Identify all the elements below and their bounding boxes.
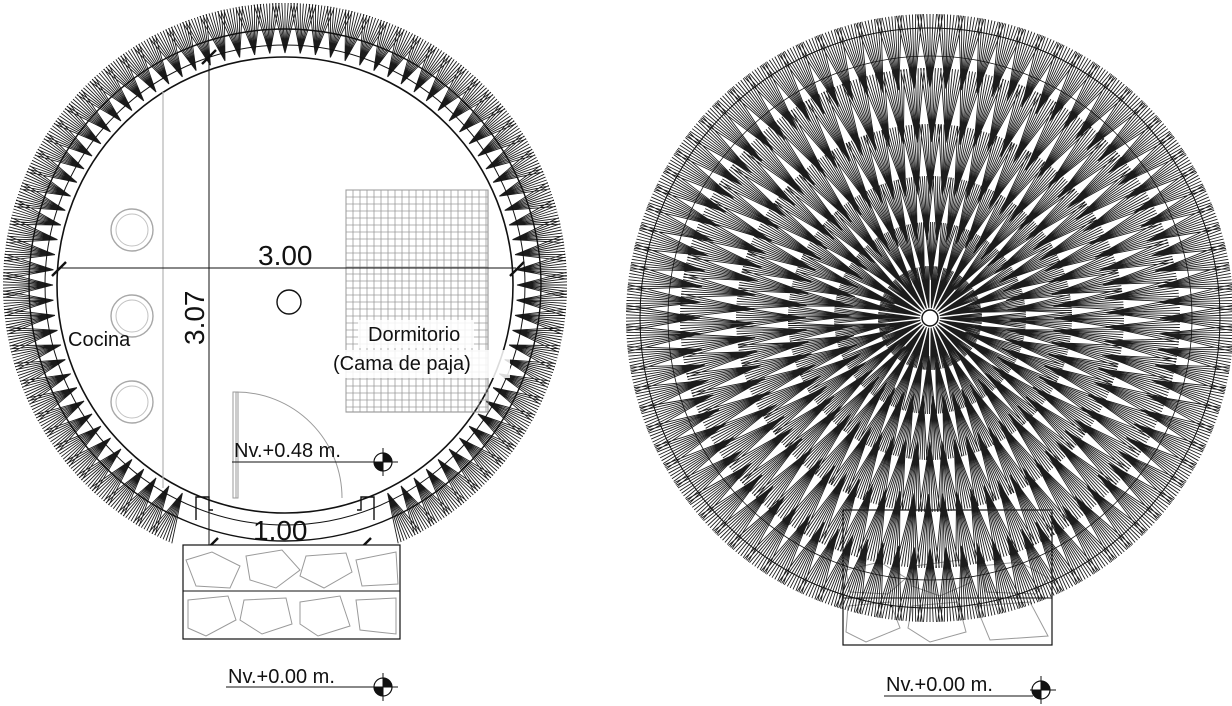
- roof-plan: Nv.+0.00 m.: [625, 13, 1232, 704]
- plan-thatch-ring: [2, 2, 568, 544]
- kitchen-label: Cocina: [68, 329, 131, 351]
- roof-thatch: [625, 13, 1232, 623]
- kitchen-stoves: [110, 208, 154, 424]
- door-swing: [235, 391, 343, 499]
- stove-3: [110, 380, 154, 424]
- level-marker-interior: [232, 448, 398, 476]
- door-leaf: [232, 391, 239, 499]
- floor-plan: 3.00 3.07 1.00 Cocina Dormitorio (Cama d…: [2, 2, 568, 701]
- exterior-level-label-plan: Nv.+0.00 m.: [228, 666, 335, 688]
- doorway: [195, 391, 375, 520]
- level-marker-exterior-roof: [884, 676, 1056, 704]
- stove-2: [110, 294, 154, 338]
- door-dimension-label: 1.00: [253, 515, 308, 546]
- stove-1: [110, 208, 154, 252]
- width-dimension-label: 3.00: [258, 240, 313, 271]
- bedroom-label: Dormitorio: [368, 324, 460, 346]
- entrance-step: [182, 544, 401, 640]
- exterior-level-label-roof: Nv.+0.00 m.: [886, 674, 993, 696]
- bedroom-sublabel: (Cama de paja): [333, 353, 471, 375]
- plan-outer-wall: [28, 28, 542, 542]
- level-marker-exterior-plan: [226, 673, 398, 701]
- central-post: [276, 289, 302, 315]
- plan-inner-wall: [56, 56, 514, 514]
- roof-center-hole: [921, 309, 939, 327]
- door-jamb-left: [195, 496, 213, 520]
- flagstone-pattern: [185, 549, 399, 637]
- interior-level-label: Nv.+0.48 m.: [234, 440, 341, 462]
- depth-dimension-label: 3.07: [179, 291, 210, 346]
- door-jamb-right: [357, 496, 375, 520]
